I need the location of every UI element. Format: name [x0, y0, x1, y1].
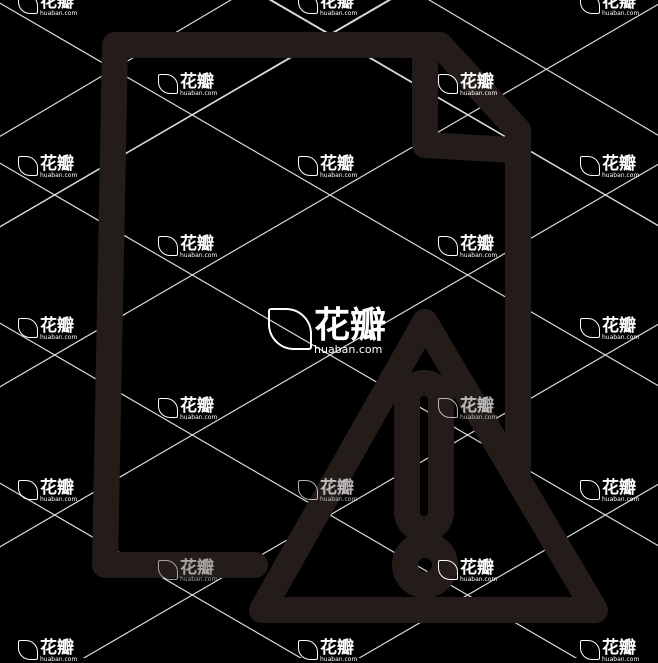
- huaban-leaf-icon: [438, 74, 458, 94]
- huaban-leaf-icon: [158, 398, 178, 418]
- huaban-leaf-icon: [580, 0, 600, 14]
- warning-triangle-icon: [249, 309, 608, 623]
- huaban-leaf-icon: [298, 640, 318, 660]
- huaban-leaf-icon: [298, 0, 318, 14]
- huaban-leaf-icon: [18, 480, 38, 500]
- huaban-leaf-icon: [438, 236, 458, 256]
- huaban-leaf-icon: [438, 560, 458, 580]
- huaban-leaf-icon: [18, 640, 38, 660]
- huaban-leaf-icon: [580, 156, 600, 176]
- huaban-leaf-icon: [438, 398, 458, 418]
- huaban-leaf-icon: [580, 480, 600, 500]
- huaban-leaf-icon: [580, 318, 600, 338]
- huaban-leaf-icon: [268, 308, 312, 350]
- huaban-leaf-icon: [18, 0, 38, 14]
- huaban-leaf-icon: [18, 156, 38, 176]
- huaban-leaf-icon: [18, 318, 38, 338]
- huaban-leaf-icon: [158, 74, 178, 94]
- huaban-leaf-icon: [298, 480, 318, 500]
- huaban-leaf-icon: [298, 156, 318, 176]
- huaban-leaf-icon: [158, 236, 178, 256]
- huaban-leaf-icon: [580, 640, 600, 660]
- document-icon: [92, 32, 531, 578]
- huaban-leaf-icon: [158, 560, 178, 580]
